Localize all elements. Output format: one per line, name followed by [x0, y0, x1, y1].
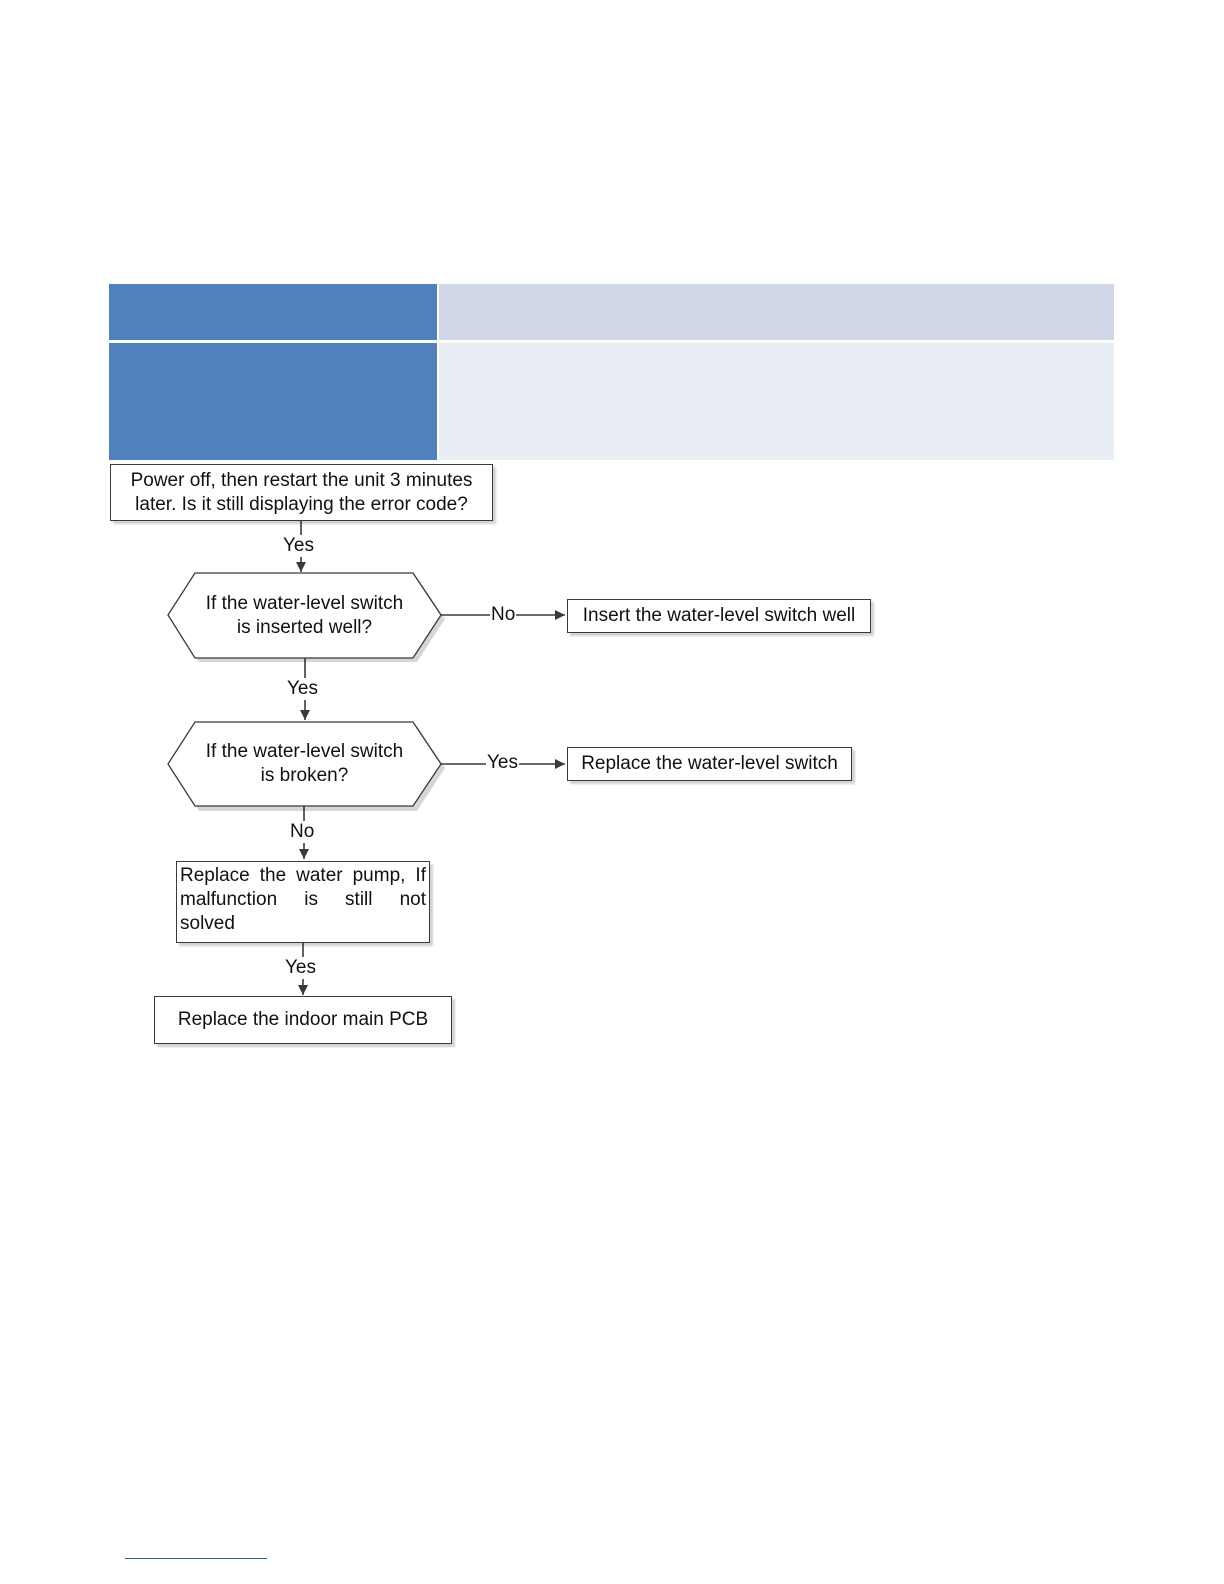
edge-label-start-yes: Yes: [282, 535, 315, 557]
action-insert-switch-text: Insert the water-level switch well: [582, 605, 856, 626]
start-step-line2: later. Is it still displaying the error …: [135, 493, 468, 515]
decision-q2-line2: is broken?: [260, 765, 349, 786]
footer-rule: [125, 1558, 267, 1559]
action-replace-switch-box: Replace the water-level switch: [567, 747, 852, 781]
action-replace-pump-box: Replace the water pump, If malfunction i…: [176, 861, 430, 943]
table-row-right-cell: [439, 343, 1114, 460]
table-row-left-cell: [109, 343, 437, 460]
action-replace-pump-line2: malfunction is still not: [180, 889, 426, 910]
decision-q2: If the water-level switch is broken?: [168, 722, 441, 806]
action-insert-switch-box: Insert the water-level switch well: [567, 599, 871, 633]
edge-label-q2-yes: Yes: [486, 752, 519, 774]
edge-label-pump-yes: Yes: [284, 957, 317, 979]
edge-label-q1-yes: Yes: [286, 678, 319, 700]
decision-q2-line1: If the water-level switch: [205, 741, 404, 762]
action-replace-switch-text: Replace the water-level switch: [581, 753, 838, 774]
decision-q1: If the water-level switch is inserted we…: [168, 573, 441, 658]
decision-q1-line1: If the water-level switch: [205, 592, 404, 614]
table-header-right-cell: [439, 284, 1114, 340]
action-replace-pcb-box: Replace the indoor main PCB: [154, 996, 452, 1044]
action-replace-pump-line1: Replace the water pump, If: [180, 865, 426, 886]
action-replace-pump-line3: solved: [180, 913, 235, 934]
start-step-line1: Power off, then restart the unit 3 minut…: [130, 469, 473, 491]
decision-q1-shape: [167, 572, 442, 659]
edge-label-q1-no: No: [490, 604, 517, 626]
start-step-box: Power off, then restart the unit 3 minut…: [110, 464, 493, 521]
table-header-left-cell: [109, 284, 437, 340]
decision-q2-shape: [167, 721, 442, 807]
edge-label-q2-no: No: [289, 821, 316, 843]
action-replace-pcb-text: Replace the indoor main PCB: [177, 1009, 429, 1030]
decision-q1-line2: is inserted well?: [236, 616, 373, 638]
